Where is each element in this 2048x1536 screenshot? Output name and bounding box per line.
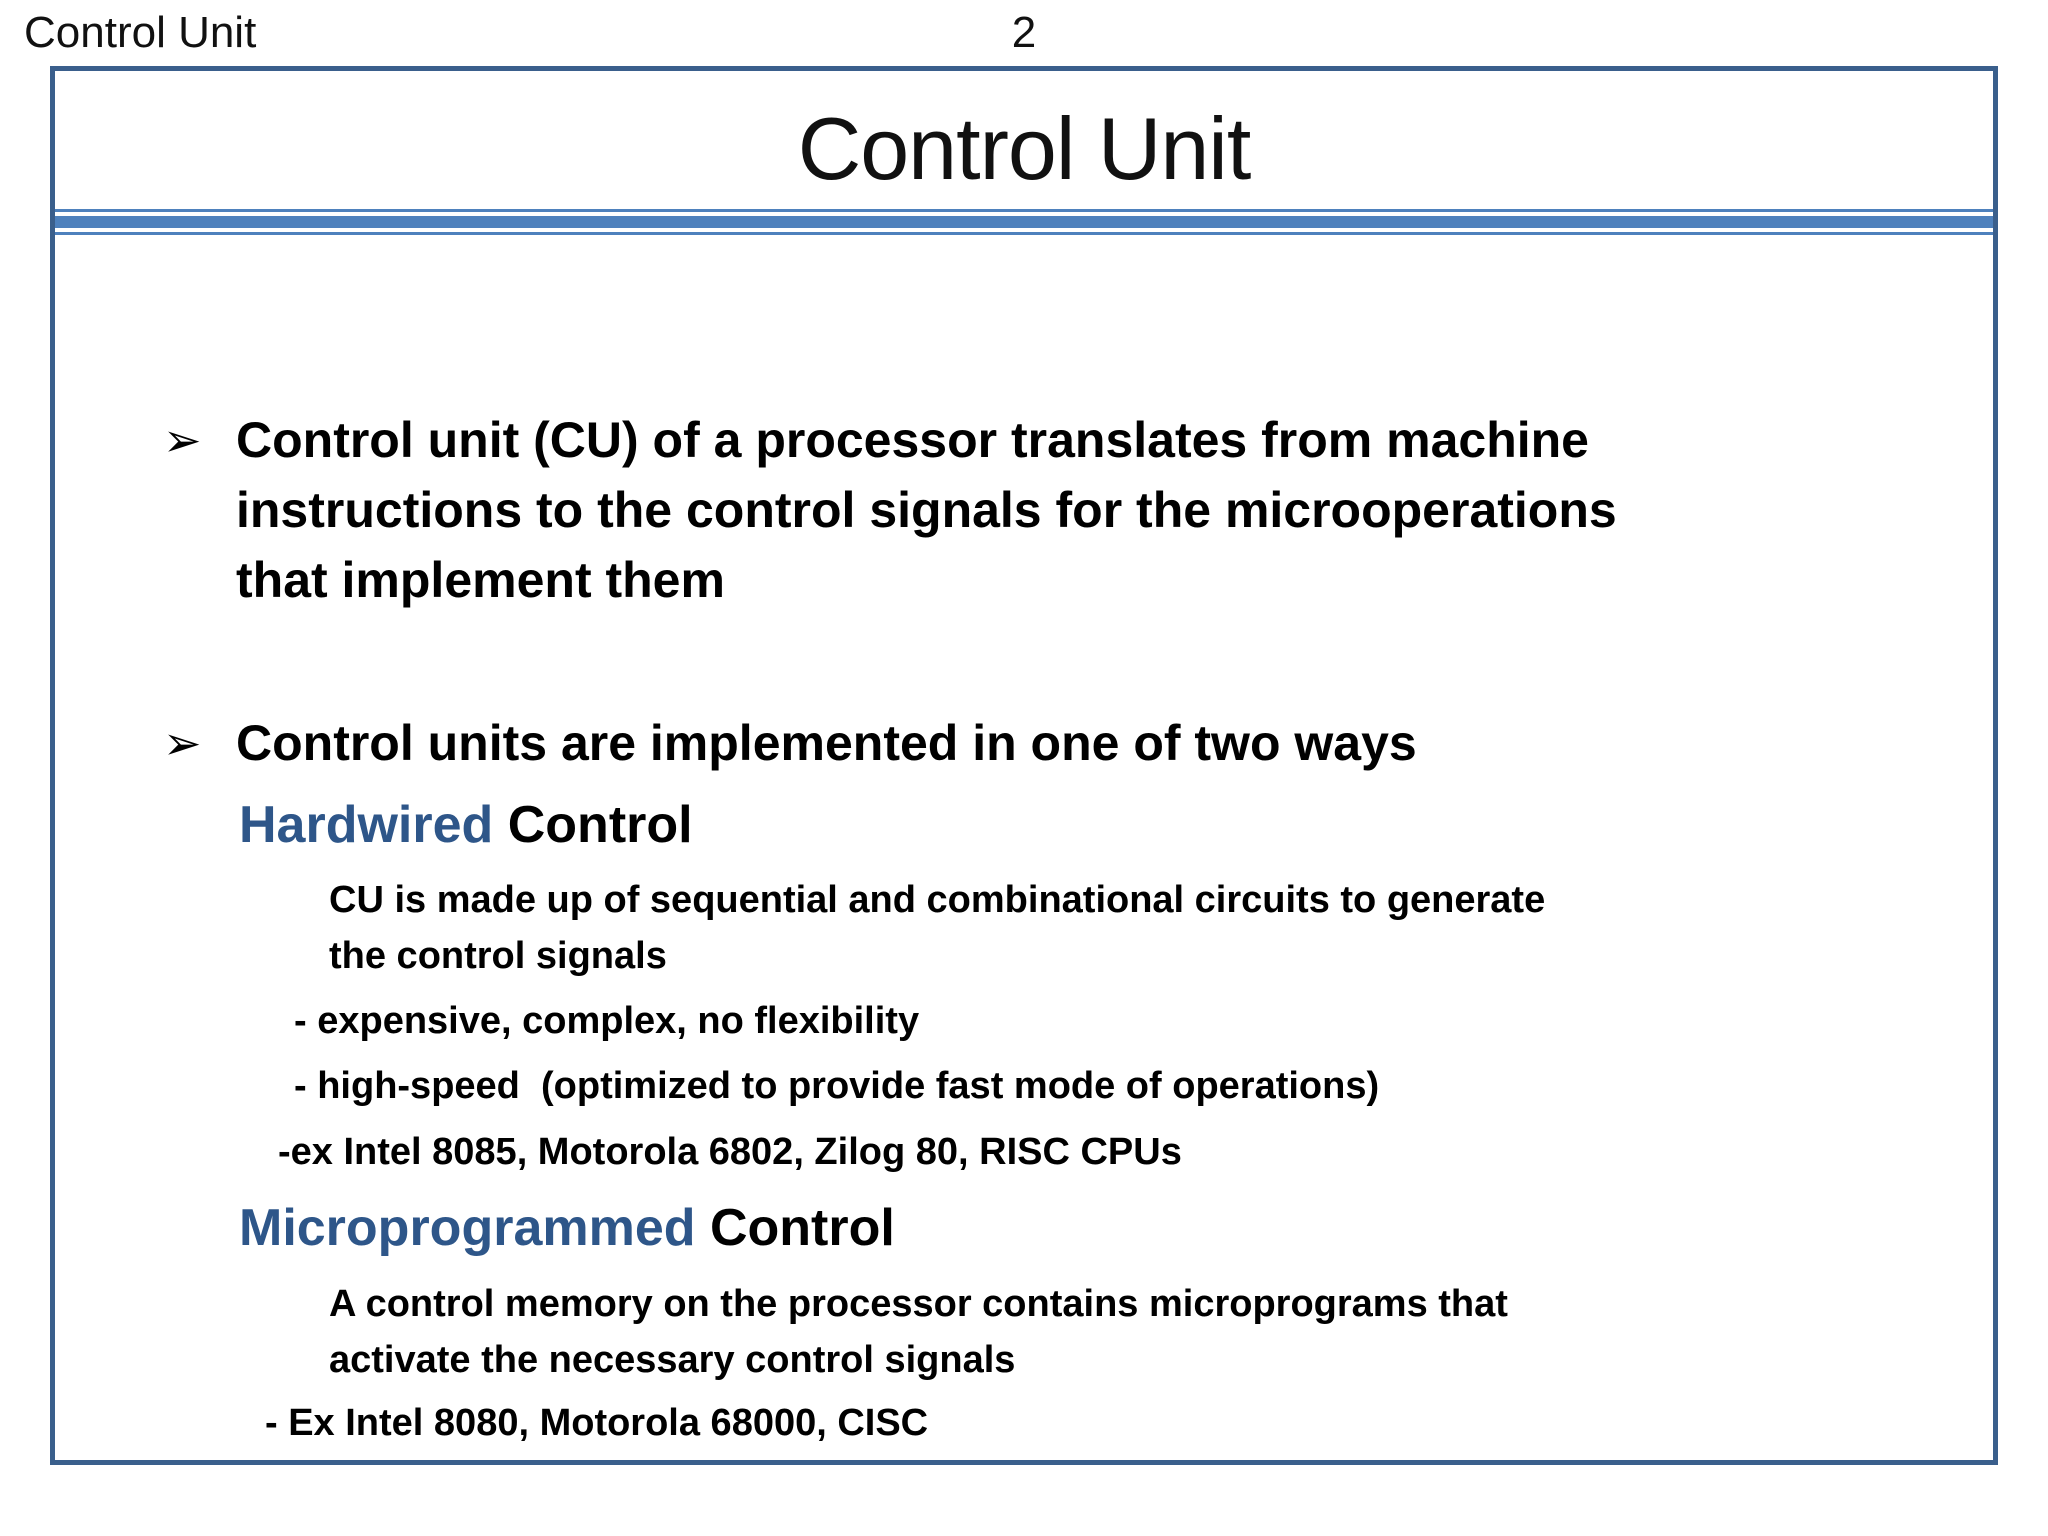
point-line: - expensive, complex, no flexibility [294, 1000, 920, 1042]
bullet-item-2: Control units are implemented in one of … [236, 708, 1417, 778]
point-line: - high-speed (optimized to provide fast … [294, 1065, 1380, 1107]
section-heading-hardwired: Hardwired Control [239, 795, 693, 855]
slide-title: Control Unit [797, 99, 1252, 198]
bullet-text-line: Control units are implemented in one of … [236, 715, 1417, 771]
heading-accent-text: Microprogrammed [239, 1199, 696, 1257]
bullet-arrow-icon: ➢ [163, 413, 202, 467]
section-heading-microprogrammed: Microprogrammed Control [239, 1198, 895, 1258]
separator-line-middle [55, 216, 1993, 228]
section-description: A control memory on the processor contai… [329, 1276, 1508, 1388]
slide-frame [50, 66, 1998, 1465]
point-line: - Ex Intel 8080, Motorola 68000, CISC [265, 1402, 929, 1444]
separator-line-top [55, 209, 1993, 212]
title-separator [55, 209, 1993, 235]
description-line: activate the necessary control signals [329, 1339, 1016, 1381]
heading-rest-text: Control [493, 796, 693, 854]
page-header-title: Control Unit [24, 8, 257, 57]
heading-accent-text: Hardwired [239, 796, 494, 854]
point-line: -ex Intel 8085, Motorola 6802, Zilog 80,… [278, 1131, 1182, 1173]
bullet-arrow-icon: ➢ [163, 716, 202, 770]
section-description: CU is made up of sequential and combinat… [329, 872, 1545, 984]
page-number: 2 [1011, 8, 1037, 57]
bullet-text-line: instructions to the control signals for … [236, 482, 1617, 538]
bullet-item-1: Control unit (CU) of a processor transla… [236, 405, 1617, 615]
description-line: A control memory on the processor contai… [329, 1283, 1508, 1325]
description-line: the control signals [329, 935, 667, 977]
bullet-text-line: Control unit (CU) of a processor transla… [236, 412, 1589, 468]
bullet-text-line: that implement them [236, 552, 725, 608]
description-line: CU is made up of sequential and combinat… [329, 879, 1546, 921]
separator-line-bottom [55, 232, 1993, 235]
heading-rest-text: Control [695, 1199, 895, 1257]
